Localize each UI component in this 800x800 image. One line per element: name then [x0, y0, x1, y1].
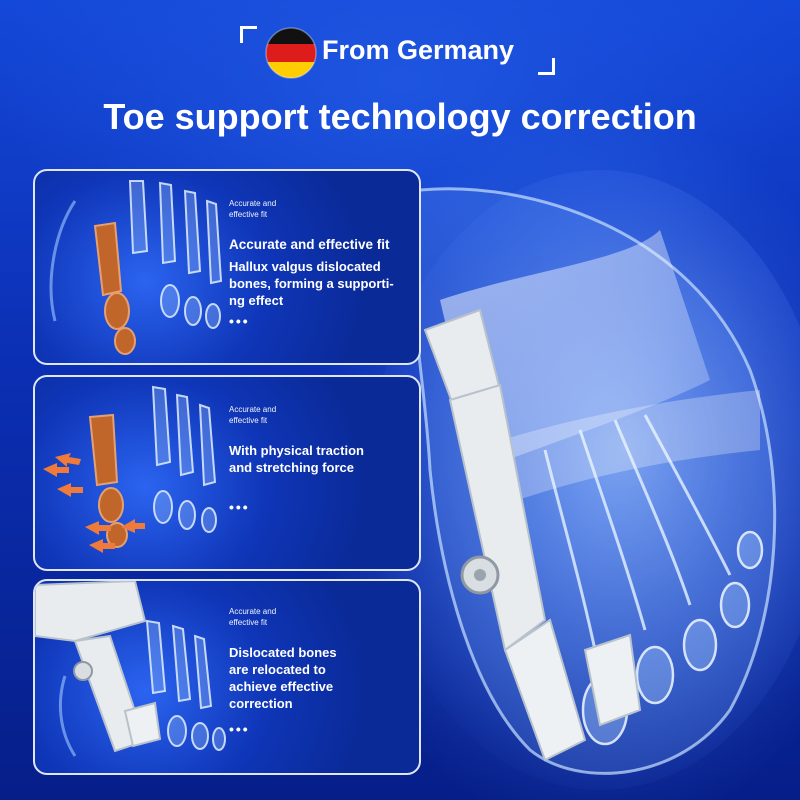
- panel-body-line: achieve effective: [229, 679, 334, 694]
- arrow-icon: [55, 453, 81, 467]
- panel-body-line: Dislocated bones: [229, 645, 337, 660]
- germany-flag-icon: [265, 27, 317, 79]
- small-caption: Accurate and effective fit: [229, 607, 277, 627]
- panel-body-line: Hallux valgus dislocated: [229, 259, 381, 274]
- corner-bracket-bottom-right: [538, 58, 555, 75]
- headline: Toe support technology correction: [103, 96, 697, 137]
- arrow-icon: [89, 539, 115, 553]
- panel-body-line: and stretching force: [229, 460, 354, 475]
- feature-panel-relocation: Accurate and effective fit Dislocated bo…: [33, 579, 421, 775]
- ellipsis: •••: [229, 313, 250, 329]
- feature-panel-traction: Accurate and effective fit With physical…: [33, 375, 421, 571]
- arrow-icon: [85, 521, 111, 535]
- feature-panel-fit: Accurate and effective fit Accurate and …: [33, 169, 421, 365]
- panel-body-line: correction: [229, 696, 293, 711]
- small-caption: Accurate and effective fit: [229, 405, 277, 425]
- arrow-icon: [57, 483, 83, 497]
- foot-xray-traction-illustration: [43, 385, 217, 553]
- panel-body-line: ng effect: [229, 293, 284, 308]
- corner-bracket-top-left: [240, 26, 257, 43]
- panel-title: Accurate and effective fit: [229, 237, 390, 252]
- foot-xray-illustration: [49, 180, 223, 355]
- hero-foot-xray-with-corrector: [370, 170, 800, 790]
- panel-body-line: With physical traction: [229, 443, 364, 458]
- foot-with-corrector-illustration: [35, 581, 226, 757]
- ellipsis: •••: [229, 721, 250, 737]
- panel-body-line: bones, forming a supporti-: [229, 276, 394, 291]
- arrow-icon: [43, 463, 69, 477]
- ellipsis: •••: [229, 499, 250, 515]
- origin-label: From Germany: [322, 35, 515, 65]
- panel-body-line: are relocated to: [229, 662, 326, 677]
- arrow-icon: [121, 519, 145, 533]
- small-caption: Accurate and effective fit: [229, 199, 277, 219]
